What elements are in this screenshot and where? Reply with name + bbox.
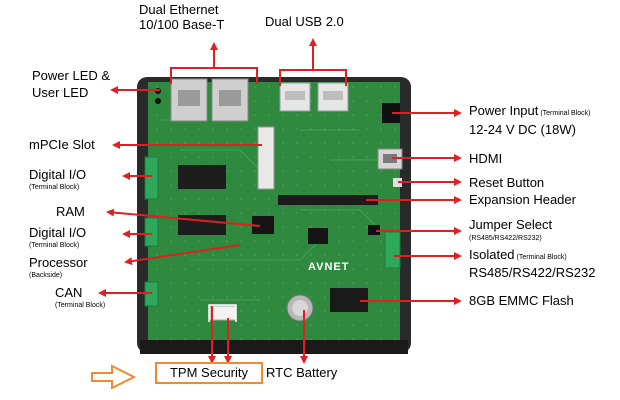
chip-a <box>308 228 328 244</box>
label-ram: RAM <box>56 204 85 219</box>
label-isolated-main: Isolated <box>469 247 515 262</box>
chip-c <box>178 215 226 235</box>
chip-b <box>178 165 226 189</box>
callout-lines <box>98 38 462 364</box>
reset-button <box>393 178 402 187</box>
label-can-sub: (Terminal Block) <box>55 302 106 309</box>
label-dual-ethernet-2: 10/100 Base-T <box>139 17 225 32</box>
user-led <box>155 98 161 104</box>
label-dual-ethernet-1: Dual Ethernet <box>139 2 219 17</box>
label-hdmi: HDMI <box>469 151 503 166</box>
label-digital-io-1: Digital I/O <box>29 167 87 182</box>
label-dual-usb: Dual USB 2.0 <box>265 14 344 29</box>
enclosure-bottom-edge <box>140 340 408 354</box>
label-mpcie: mPCIe Slot <box>29 137 95 152</box>
label-power-input-sub: (Terminal Block) <box>538 110 591 117</box>
tpm-pointer-arrow <box>91 364 137 390</box>
label-power-led-1: Power LED & <box>32 68 111 83</box>
label-can: CAN <box>55 285 83 300</box>
label-digital-io-2-sub: (Terminal Block) <box>29 242 80 249</box>
label-tpm-security: TPM Security <box>155 362 263 384</box>
processor-arrow <box>124 244 241 266</box>
tpm-connector <box>209 305 237 321</box>
label-processor: Processor <box>29 255 88 270</box>
label-power-spec: 12-24 V DC (18W) <box>469 122 576 137</box>
ethernet-jack-2 <box>211 78 249 122</box>
ram-chip <box>252 216 274 234</box>
label-digital-io-2: Digital I/O <box>29 225 87 240</box>
tpm-highlight-frame <box>208 304 237 322</box>
label-power-led-2: User LED <box>32 85 89 100</box>
label-reset: Reset Button <box>469 175 545 190</box>
label-digital-io-1-sub: (Terminal Block) <box>29 184 80 191</box>
label-isolated-sub: (Terminal Block) <box>514 254 567 261</box>
label-emmc: 8GB EMMC Flash <box>469 293 574 308</box>
label-jumper-sub: (RS485/RS422/RS232) <box>469 235 542 242</box>
label-isolated-2: RS485/RS422/RS232 <box>469 265 596 280</box>
label-expansion: Expansion Header <box>469 192 576 207</box>
jumper-select <box>368 225 380 235</box>
isolated-terminal <box>384 231 401 269</box>
digital-io-terminal-1 <box>144 156 159 200</box>
label-power-input: Power Input (Terminal Block) <box>469 104 591 121</box>
expansion-header <box>278 195 378 205</box>
ram-arrow <box>106 208 261 227</box>
label-isolated: Isolated (Terminal Block) <box>469 248 567 265</box>
digital-io-terminal-2 <box>144 217 159 247</box>
label-processor-sub: (Backside) <box>29 272 63 279</box>
label-rtc-battery: RTC Battery <box>266 365 338 380</box>
mpcie-slot <box>257 126 275 190</box>
label-jumper: Jumper Select <box>469 217 553 232</box>
avnet-logo: AVNET <box>308 261 349 273</box>
label-power-input-main: Power Input <box>469 103 539 118</box>
power-terminal-block <box>382 103 400 123</box>
